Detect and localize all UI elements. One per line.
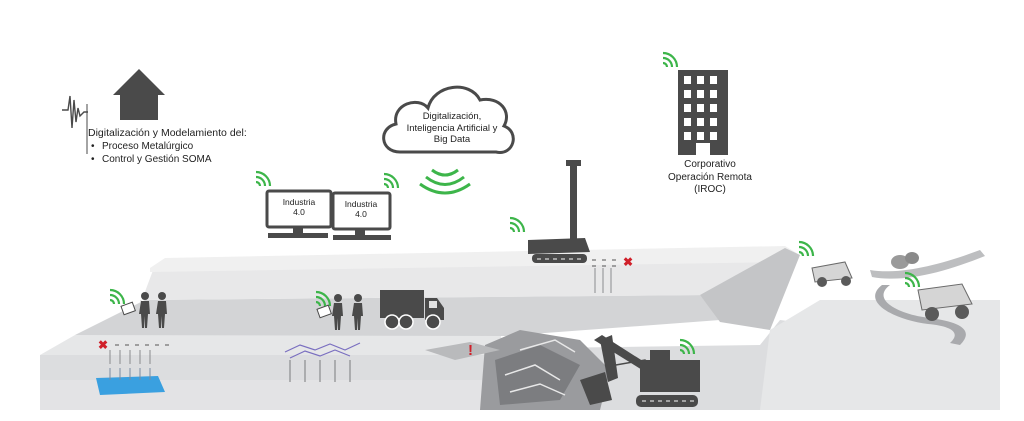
wifi-icon	[108, 288, 126, 306]
rock-piles-icon	[891, 252, 919, 269]
workers-group-right	[316, 294, 363, 330]
cloud-label-line: Inteligencia Artificial y	[406, 122, 498, 134]
monitor-label-line: Industria	[282, 197, 316, 207]
excavator-icon	[580, 335, 700, 407]
drill-pattern	[284, 342, 361, 382]
corporate-label-line: Operación Remota	[668, 171, 752, 183]
cloud-label: Digitalización, Inteligencia Artificial …	[392, 111, 512, 146]
corporate-label-line: Corporativo	[684, 159, 736, 170]
blast-markers: ✖ ✖ !	[98, 255, 633, 364]
seismograph-icon	[62, 95, 88, 154]
cloud-label-line: Big Data	[433, 134, 471, 145]
wifi-icon	[661, 51, 679, 69]
monitor-2-label: Industria 4.0	[332, 199, 390, 219]
list-item: Proceso Metalúrgico	[88, 140, 308, 153]
digitalization-label: Digitalización y Modelamiento del: Proce…	[88, 127, 308, 166]
x-marker-2: ✖	[623, 255, 633, 269]
building-icon	[678, 70, 728, 155]
workers-group-left	[120, 292, 167, 328]
digitalization-title: Digitalización y Modelamiento del:	[88, 127, 247, 139]
wifi-icon	[254, 170, 272, 188]
monitor-label-line: 4.0	[293, 207, 305, 217]
corporate-label-line: (IROC)	[694, 184, 726, 195]
house-icon	[113, 69, 165, 120]
wifi-icon	[508, 216, 526, 234]
x-marker-1: ✖	[98, 338, 108, 352]
haul-truck-far-icon	[811, 261, 853, 287]
monitor-label-line: Industria	[344, 199, 378, 209]
digitalization-list: Proceso Metalúrgico Control y Gestión SO…	[88, 140, 308, 166]
monitor-2-icon	[331, 191, 392, 240]
wifi-icon	[797, 240, 815, 258]
monitor-label-line: 4.0	[355, 209, 367, 219]
warning-marker: !	[468, 342, 473, 359]
cloud-label-line: Digitalización,	[422, 111, 482, 122]
water-pond	[96, 368, 165, 395]
wifi-icon	[382, 172, 400, 190]
cloud-signal-icon	[419, 168, 471, 195]
truck-icon	[380, 290, 444, 330]
monitor-1-label: Industria 4.0	[270, 197, 328, 217]
cloud-icon	[382, 85, 515, 154]
monitor-1-icon	[265, 189, 333, 238]
drill-rig-icon	[528, 160, 590, 263]
corporate-label: Corporativo Operación Remota (IROC)	[650, 159, 770, 197]
terrain	[40, 246, 1000, 410]
list-item: Control y Gestión SOMA	[88, 153, 308, 166]
haul-truck-near-icon	[917, 283, 973, 321]
